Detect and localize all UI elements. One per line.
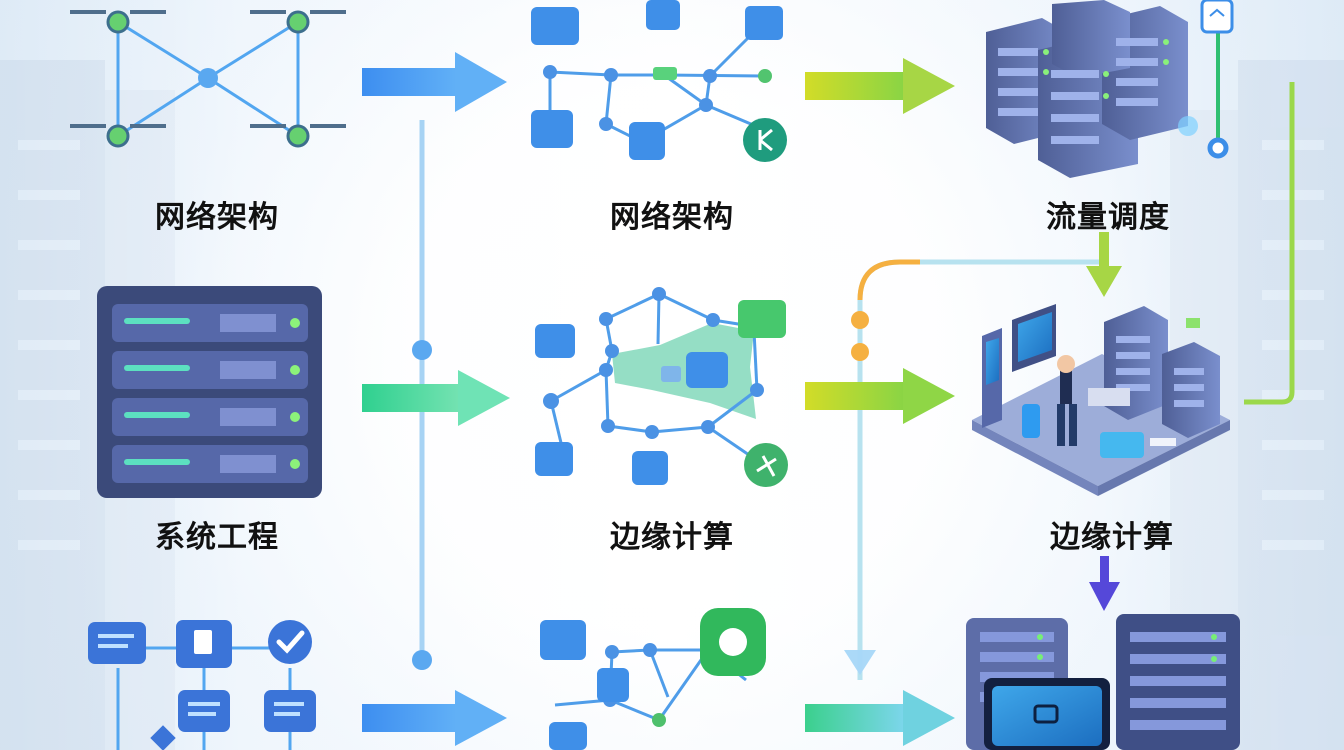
bottom-left-icon-cluster [88, 620, 316, 750]
arrow-top-right [805, 58, 955, 114]
network-node-icon [540, 608, 766, 750]
drone-network-top-left [70, 10, 346, 148]
server-rack-icon [97, 286, 322, 498]
arrow-bottom-left [362, 690, 507, 746]
vertical-connector-right [844, 259, 1100, 680]
label-network-arch-center: 网络架构 [610, 200, 734, 235]
drone-icon [250, 124, 346, 148]
monitor-icon [972, 304, 1230, 496]
data-center-icon [986, 0, 1198, 178]
network-node-icon [535, 287, 788, 487]
arrow-bottom-right [805, 690, 955, 746]
label-traffic-scheduling: 流量调度 [1046, 200, 1170, 235]
label-edge-computing-right: 边缘计算 [1050, 520, 1174, 555]
label-network-arch-left: 网络架构 [155, 200, 279, 235]
label-edge-computing-center: 边缘计算 [610, 520, 734, 555]
bottom-right-devices [966, 614, 1240, 750]
arrow-mid-left [362, 370, 510, 426]
drone-icon [70, 10, 166, 34]
network-node-icon [531, 0, 787, 162]
drone-icon [250, 10, 346, 34]
down-arrow-top-right [1086, 232, 1122, 297]
down-arrow-bottom-right [1089, 556, 1120, 611]
arrow-mid-right [805, 368, 955, 424]
side-connector-right [1200, 0, 1295, 405]
arrow-top-left [362, 52, 507, 112]
label-system-engineering: 系统工程 [155, 520, 279, 555]
drone-icon [70, 124, 166, 148]
checkmark-icon [276, 630, 305, 654]
